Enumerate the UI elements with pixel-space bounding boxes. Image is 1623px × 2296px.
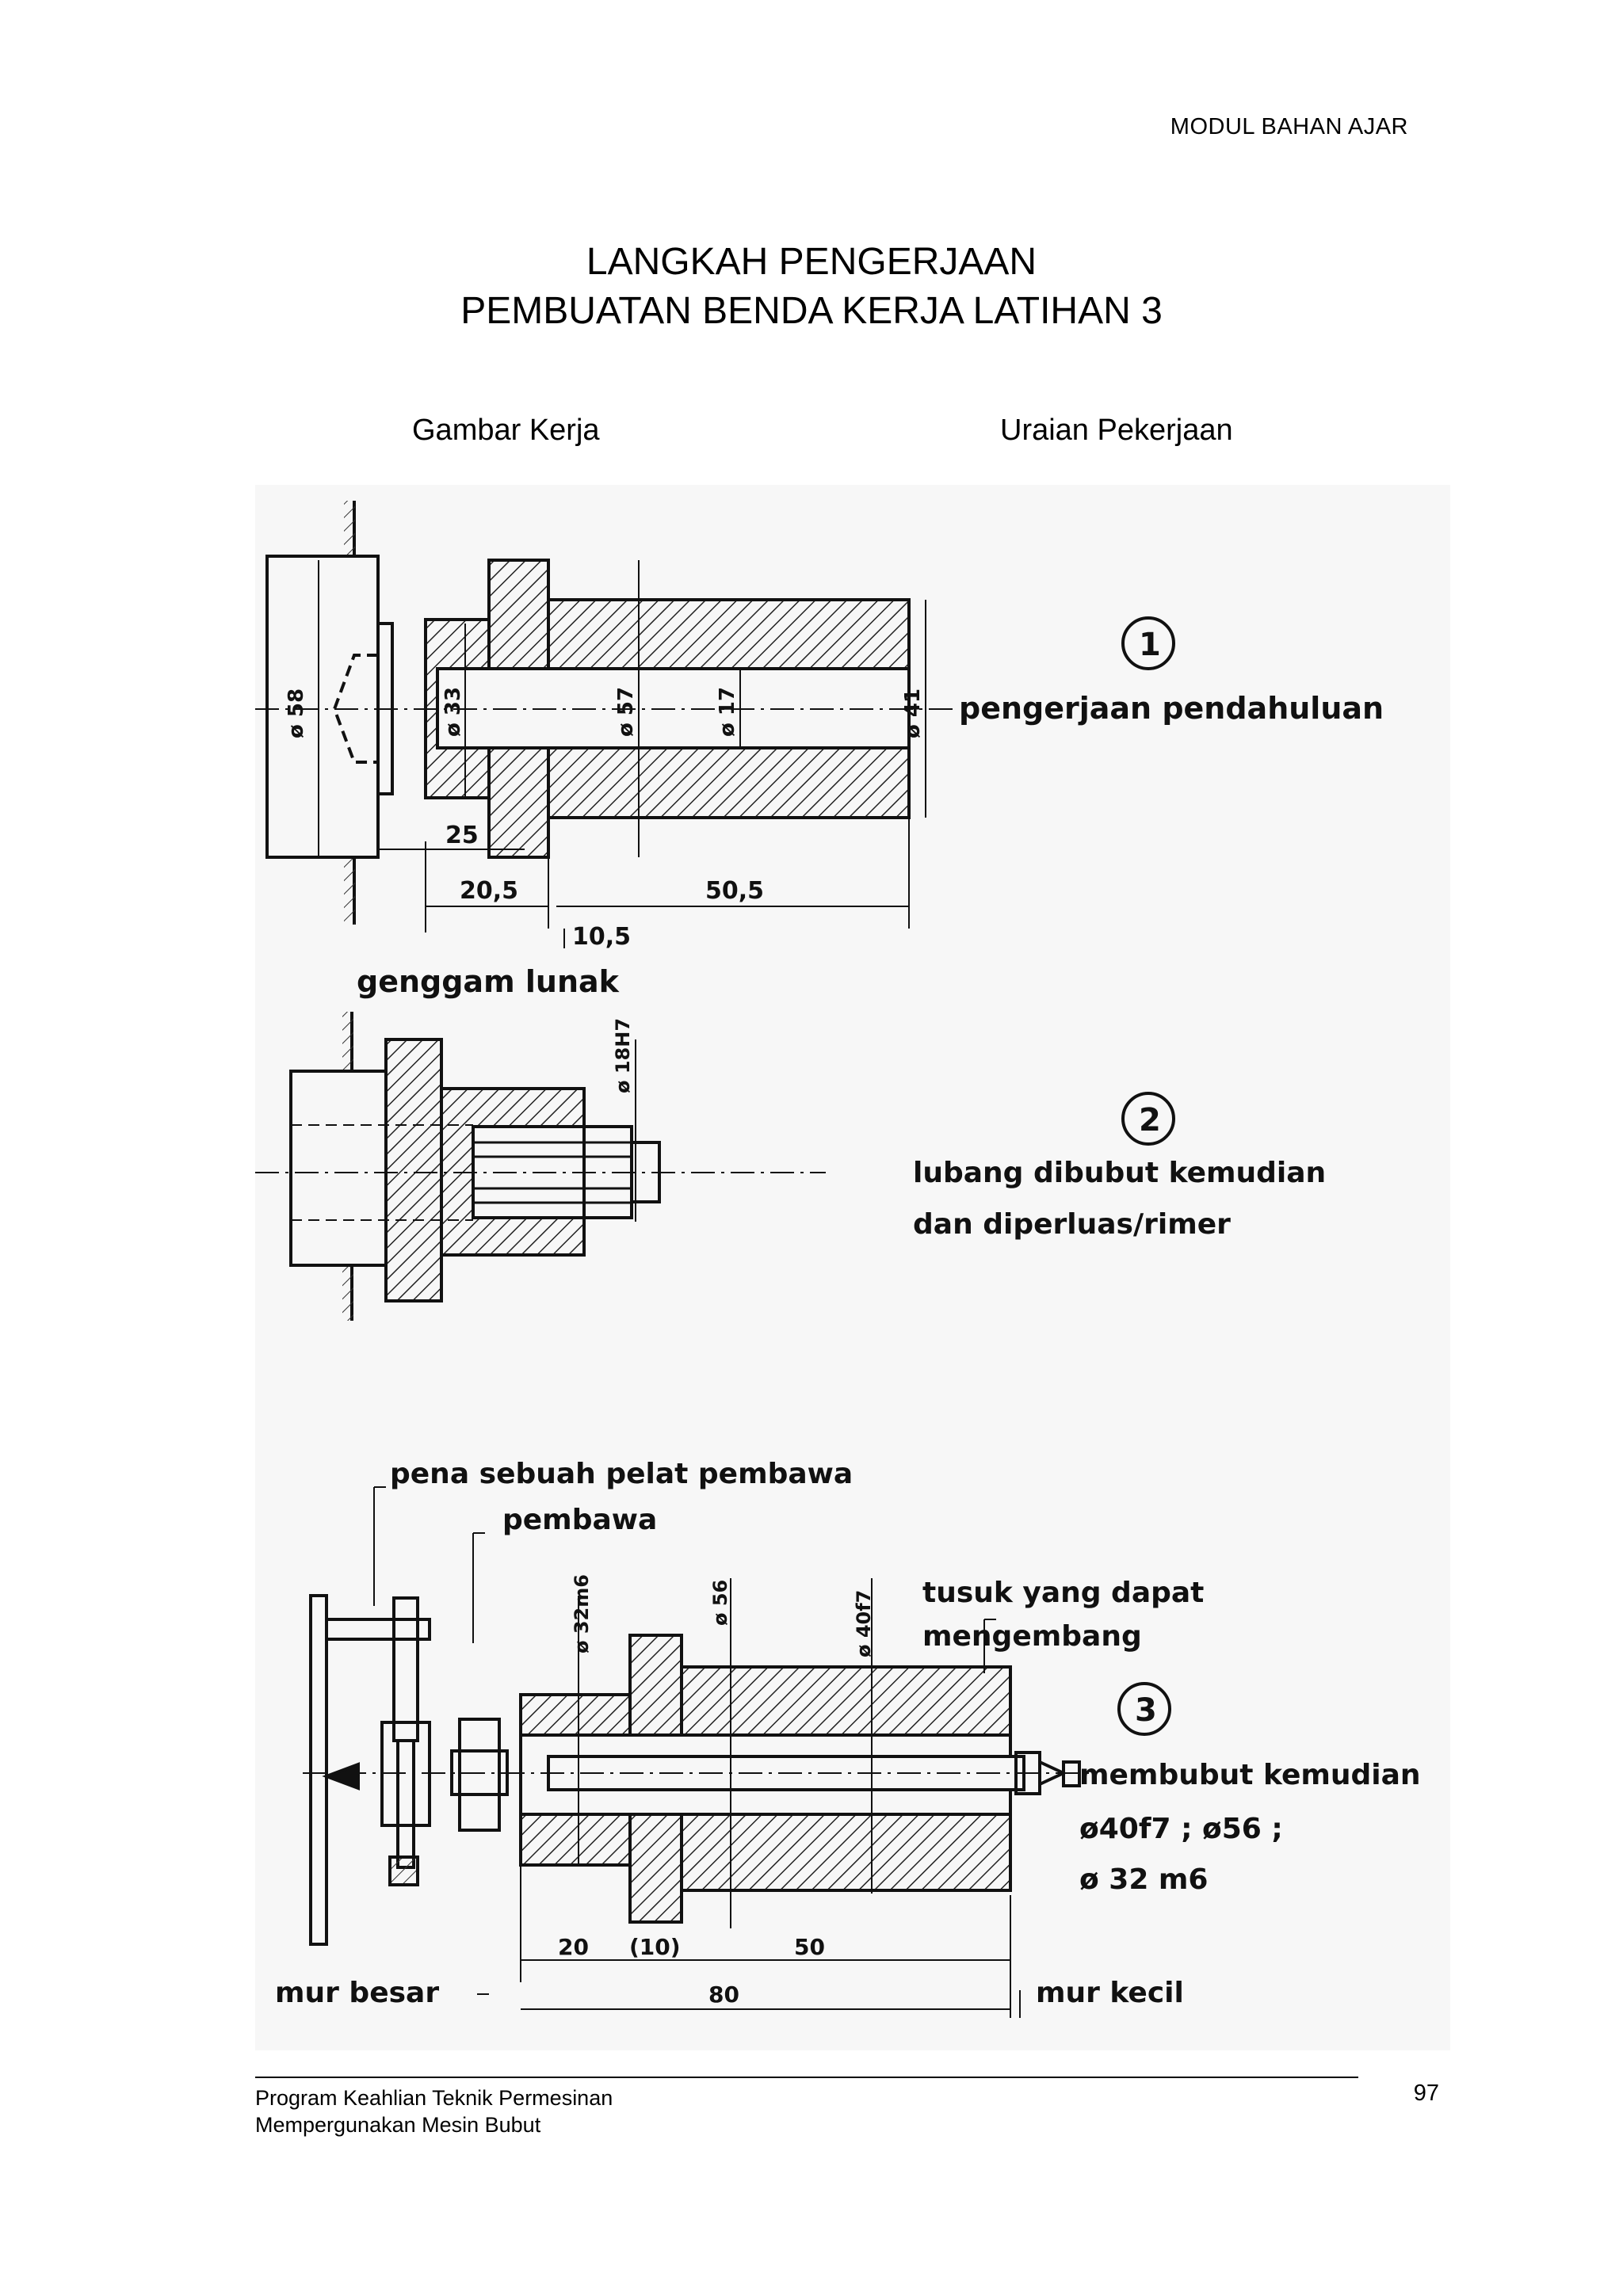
column-heading-drawing: Gambar Kerja [412,414,600,447]
footer-rule [255,2077,1358,2078]
step-1-text: pengerjaan pendahuluan [959,691,1384,726]
dim-o40f7: ø 40f7 [853,1590,875,1657]
label-pena-pelat-pembawa: pena sebuah pelat pembawa [390,1458,853,1490]
step-1-drawing [255,501,953,948]
dim-o57: ø 57 [614,687,638,737]
dim-20: 20 [558,1934,589,1960]
step-3-spec-line-2: ø 32 m6 [1079,1863,1208,1896]
dim-o32m6: ø 32m6 [571,1574,593,1653]
page-title-line-1: LANGKAH PENGERJAAN [586,241,1037,283]
step-3-text: membubut kemudian [1079,1759,1421,1791]
step-1-number-circle [1121,616,1175,670]
dim-50: 50 [794,1934,825,1960]
step-1-description: 1 pengerjaan pendahuluan [959,616,1384,726]
step-2-text-line-1: lubang dibubut kemudian [913,1157,1326,1189]
column-heading-description: Uraian Pekerjaan [1000,414,1233,447]
step-3-number-circle [1117,1682,1171,1736]
label-tusuk-line-1: tusuk yang dapat [922,1577,1204,1609]
step-3-dimension-labels: ø 32m6 ø 56 ø 40f7 20 (10) 50 80 [558,1574,875,2008]
step-3-number: 3 [1135,1692,1157,1729]
dim-25: 25 [445,822,479,849]
footer-subject: Mempergunakan Mesin Bubut [255,2113,541,2137]
page-title-line-2: PEMBUATAN BENDA KERJA LATIHAN 3 [460,290,1163,332]
step-1-dimension-labels: ø 58 ø 33 ø 57 ø 17 ø 41 25 20,5 50,5 10… [285,687,925,951]
dim-10-5: 10,5 [572,923,631,951]
technical-drawing: ø 58 ø 33 ø 57 ø 17 ø 41 25 20,5 50,5 10… [255,485,1450,2050]
label-mur-kecil: mur kecil [1036,1977,1184,2009]
technical-drawing-figure: ø 58 ø 33 ø 57 ø 17 ø 41 25 20,5 50,5 10… [255,485,1450,2050]
step-2-drawing [255,1012,826,1321]
dim-o33: ø 33 [441,687,465,737]
label-genggam-lunak: genggam lunak [357,964,620,999]
page-number: 97 [1413,2081,1439,2106]
step-2-text-line-2: dan diperluas/rimer [913,1208,1231,1241]
step-2-number-circle [1121,1092,1175,1146]
step-2-number: 2 [1139,1102,1161,1138]
label-mur-besar: mur besar [275,1977,439,2009]
step-1-number: 1 [1139,627,1161,663]
dim-o58: ø 58 [285,688,308,738]
dim-o18h7: ø 18H7 [612,1018,634,1093]
footer-program: Program Keahlian Teknik Permesinan [255,2086,613,2110]
dim-10: (10) [629,1934,681,1960]
dim-o56: ø 56 [709,1580,731,1626]
step-3-spec-line-1: ø40f7 ; ø56 ; [1079,1813,1283,1845]
step-3-drawing [303,1486,1095,2018]
step-3-description: tusuk yang dapat mengembang 3 membubut k… [275,1577,1421,2009]
step-2-description: 2 lubang dibubut kemudian dan diperluas/… [913,1092,1326,1241]
label-tusuk-line-2: mengembang [922,1620,1142,1653]
module-header: MODUL BAHAN AJAR [1170,114,1408,139]
dim-o17: ø 17 [716,687,739,737]
dim-80: 80 [708,1981,739,2008]
dim-o41: ø 41 [901,688,925,738]
dim-20-5: 20,5 [460,877,518,905]
dim-50-5: 50,5 [705,877,764,905]
label-pembawa: pembawa [502,1504,657,1536]
